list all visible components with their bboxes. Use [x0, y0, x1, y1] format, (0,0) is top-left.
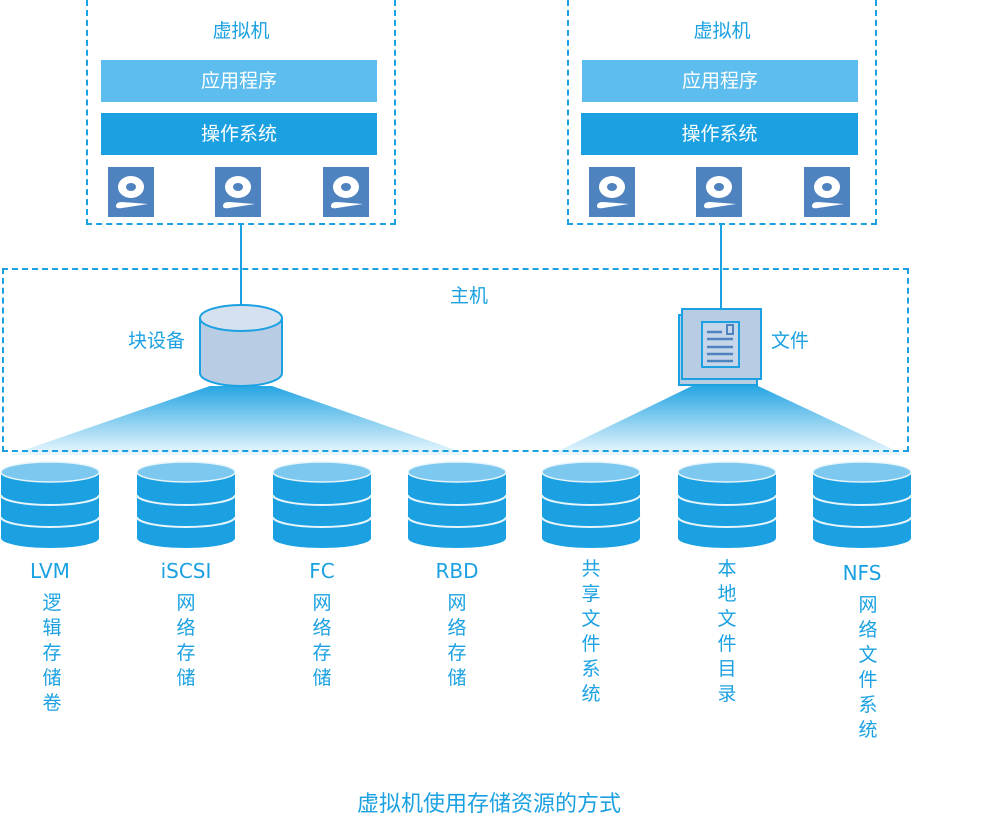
file-label: 文件 [771, 330, 810, 352]
storage-cylinder-icon [0, 461, 100, 548]
application-layer: 应用程序 [582, 60, 858, 102]
storage-backend-description: 网络存储 [176, 592, 196, 689]
storage-cylinder-icon [677, 461, 777, 548]
storage-backend-name: FC [309, 559, 335, 583]
disk-icon [696, 167, 742, 217]
disk-icon [804, 167, 850, 217]
storage-cylinder-icon [136, 461, 236, 548]
disk-icon [589, 167, 635, 217]
file-icon [678, 308, 762, 386]
block-device-label: 块设备 [128, 330, 186, 352]
storage-backend-name: LVM [30, 559, 70, 583]
vm-title: 虚拟机 [212, 20, 270, 42]
block-device-fan [10, 386, 470, 455]
application-layer: 应用程序 [101, 60, 377, 102]
diagram-caption: 虚拟机使用存储资源的方式 [356, 792, 621, 817]
storage-backend-description: 共享文件系统 [581, 558, 601, 705]
disk-icon [323, 167, 369, 217]
storage-backend-name: RBD [435, 559, 479, 583]
vm-box-1 [86, 0, 396, 225]
vm-title: 虚拟机 [693, 20, 751, 42]
disk-icon [108, 167, 154, 217]
host-box [2, 268, 909, 452]
storage-cylinder-icon [541, 461, 641, 548]
disk-icon [215, 167, 261, 217]
storage-cylinder-icon [272, 461, 372, 548]
storage-backend-description: 本地文件目录 [717, 558, 737, 705]
storage-backend-name: NFS [842, 561, 882, 585]
block-device-icon [199, 304, 283, 387]
storage-backend-description: 逻辑存储卷 [42, 592, 62, 714]
storage-cylinder-icon [812, 461, 912, 548]
storage-backend-description: 网络存储 [447, 592, 467, 689]
os-layer: 操作系统 [101, 113, 377, 155]
os-layer: 操作系统 [581, 113, 858, 155]
vm-box-2 [567, 0, 877, 225]
storage-backend-description: 网络文件系统 [858, 594, 878, 741]
storage-backend-name: iSCSI [160, 559, 212, 583]
storage-cylinder-icon [407, 461, 507, 548]
file-fan [550, 386, 905, 455]
storage-backend-description: 网络存储 [312, 592, 332, 689]
host-title: 主机 [450, 285, 489, 307]
